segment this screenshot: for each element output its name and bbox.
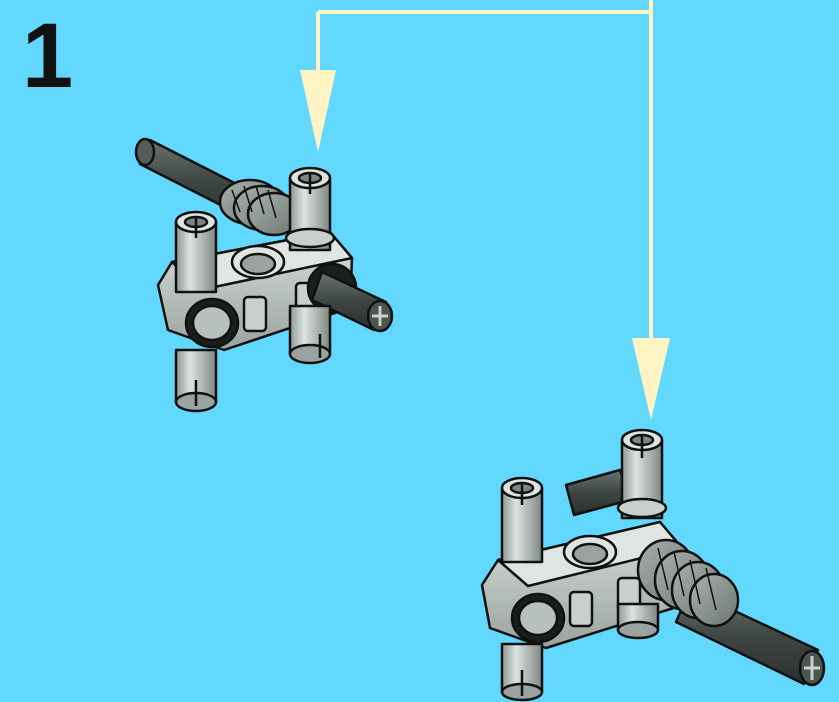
pin-top-left-3: [176, 350, 216, 411]
pin-bottom-right-3: [502, 644, 542, 700]
arrows: [300, 0, 670, 420]
pin-bottom-right-2: [618, 430, 666, 518]
assembly-bottom-right: [482, 430, 824, 700]
pin-top-left-2: [286, 168, 334, 250]
assembly-top-left: [136, 139, 392, 411]
arrowhead-top-left: [300, 70, 336, 152]
pin-bottom-right-1: [502, 478, 542, 562]
arrowhead-bottom-right: [632, 338, 670, 420]
pin-top-left-1: [176, 212, 216, 292]
pin-bottom-right-4: [618, 604, 658, 638]
arrow-connector-line: [318, 0, 651, 12]
pin-top-left-4: [290, 306, 330, 363]
bush-gear-top-left: [220, 180, 300, 235]
